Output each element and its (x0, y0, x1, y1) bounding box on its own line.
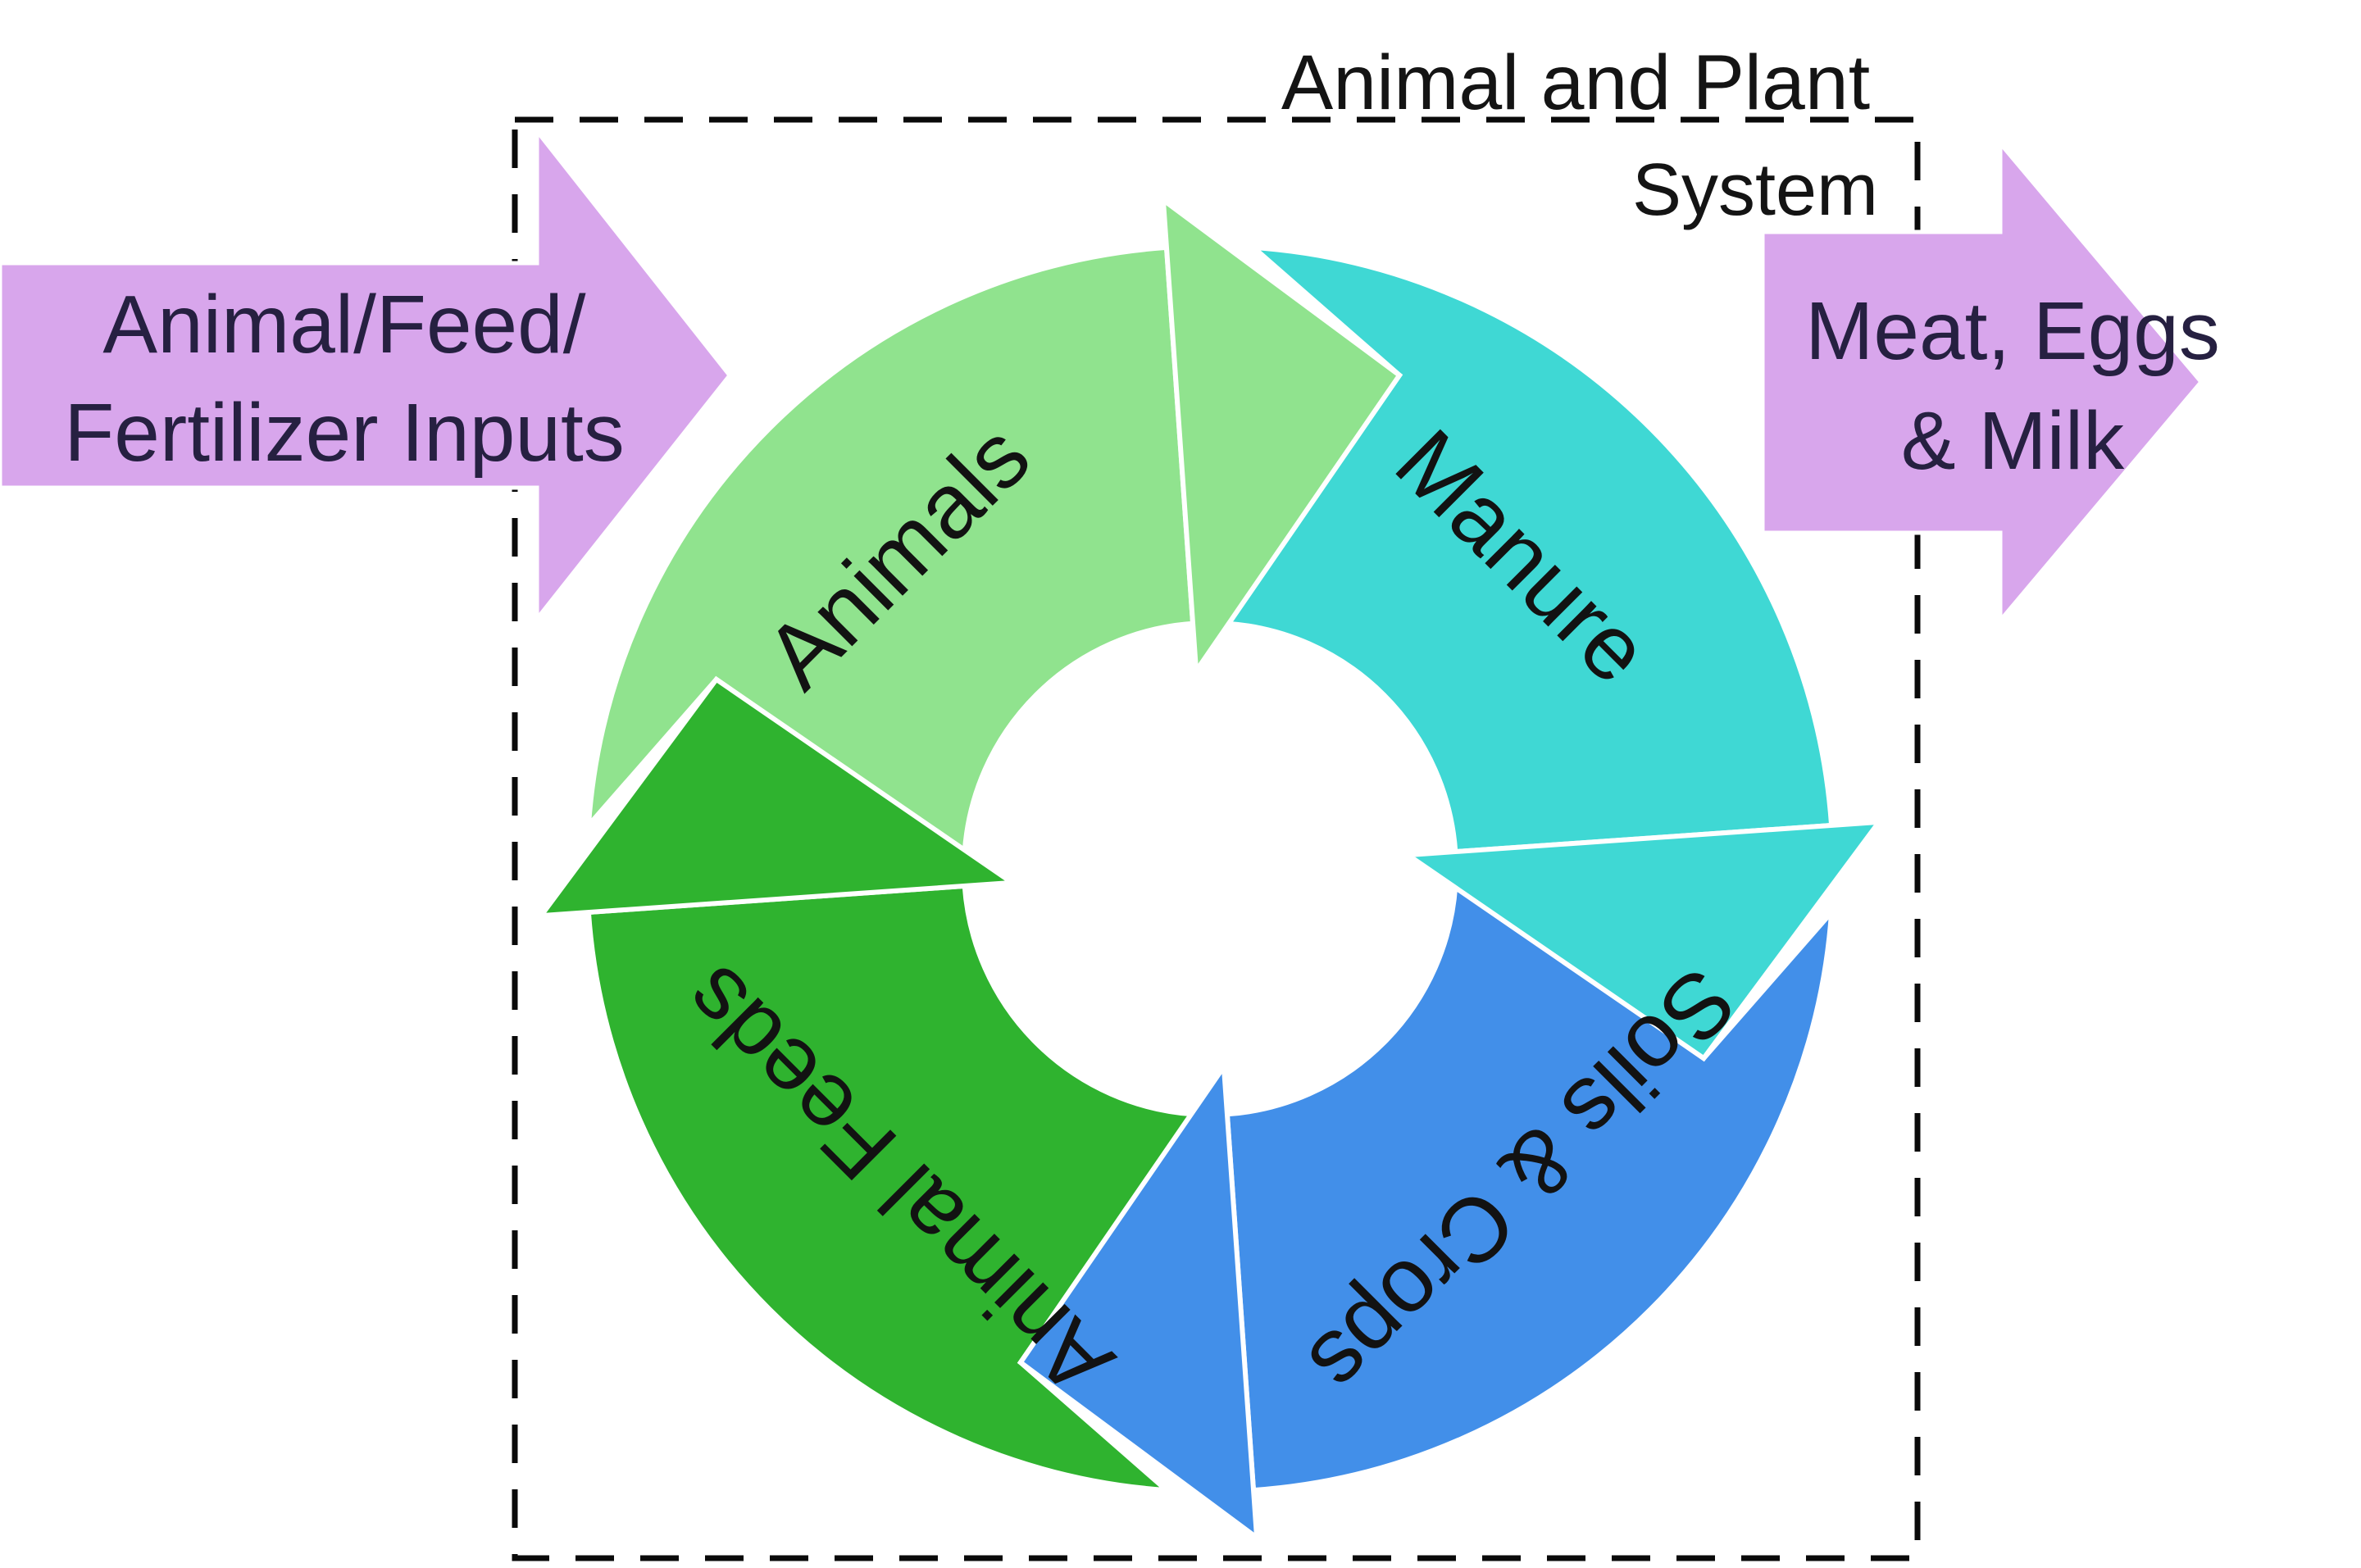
output-arrow-label-line2: & Milk (1901, 395, 2125, 487)
system-title-line2: System (1632, 149, 1878, 231)
cycle-arrowhead-soils-crops (1017, 1059, 1260, 1543)
cycle-arrowhead-animals (1160, 194, 1403, 679)
input-arrow (0, 125, 733, 625)
output-arrow (1760, 138, 2204, 626)
cycle-arc-animal-feeds-band (585, 883, 1198, 1493)
cycle-arc-manure-band (1222, 244, 1835, 855)
cycle-arc-soils-crops-band (1224, 881, 1835, 1493)
input-arrow-label-line2: Fertilizer Inputs (64, 387, 625, 479)
cycle-arc-animals-band (585, 244, 1196, 857)
output-arrow-label-line1: Meat, Eggs (1805, 285, 2220, 377)
input-arrow-label-line1: Animal/Feed/ (102, 279, 585, 370)
cycle-arrowhead-animal-feeds (535, 675, 1020, 919)
cycle-arrowhead-manure (1400, 819, 1885, 1062)
system-title-line1: Animal and Plant (1281, 39, 1870, 126)
